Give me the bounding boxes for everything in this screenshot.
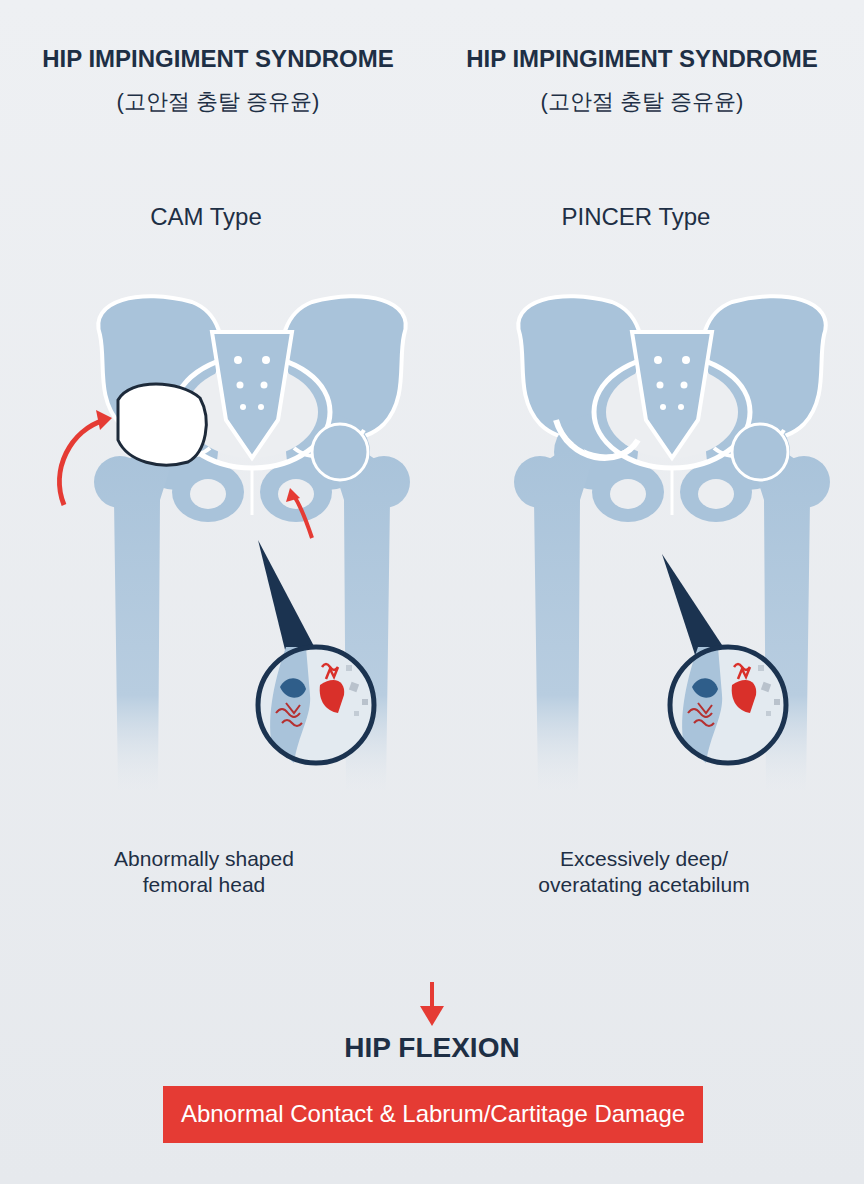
description: Excessively deep/ overatating acetabilum [512,846,776,899]
pelvis-pincer [514,296,830,790]
type-heading: PINCER Type [506,202,766,232]
deep-acetabulum [556,420,638,458]
result-banner: Abnormal Contact & Labrum/Cartitage Dama… [163,1086,703,1143]
banner-text: Abnormal Contact & Labrum/Cartitage Dama… [181,1100,685,1129]
red-arrow [59,420,105,505]
down-arrow-head [420,1006,444,1026]
type-heading: CAM Type [76,202,336,232]
title: HIP IMPINGIMENT SYNDROME [432,44,852,74]
subtitle: (고안절 충탈 증유윤) [18,88,418,116]
cam-femoral-head [118,384,206,465]
magnified-inset [670,647,786,763]
description: Abnormally shaped femoral head [97,846,311,899]
title: HIP IMPINGIMENT SYNDROME [8,44,428,74]
step-label: HIP FLEXION [272,1030,592,1065]
magnified-inset [258,647,374,763]
red-arrow [294,496,312,538]
callout-pointer [258,540,316,662]
subtitle: (고안절 충탈 증유윤) [442,88,842,116]
down-arrow [430,982,434,1008]
pelvis-cam [94,296,410,790]
